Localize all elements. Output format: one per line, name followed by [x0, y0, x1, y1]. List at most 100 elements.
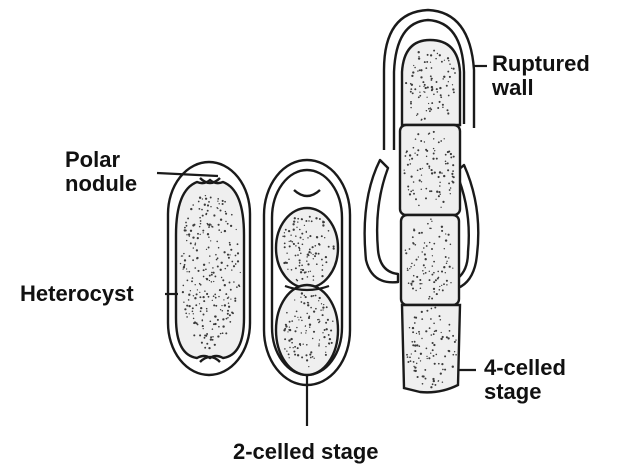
- stipple-dot: [201, 209, 203, 211]
- stipple-dot: [449, 76, 451, 78]
- stipple-dot: [405, 252, 407, 254]
- stipple-dot: [322, 314, 324, 316]
- stipple-dot: [433, 344, 435, 346]
- stipple-dot: [294, 299, 295, 300]
- stipple-dot: [313, 295, 315, 297]
- stipple-dot: [419, 179, 421, 181]
- stipple-dot: [433, 148, 434, 149]
- stipple-dot: [332, 321, 333, 322]
- stipple-dot: [409, 248, 411, 250]
- stipple-dot: [286, 351, 287, 352]
- stipple-dot: [416, 363, 417, 364]
- stipple-dot: [441, 61, 443, 63]
- stipple-dot: [208, 201, 210, 203]
- stipple-dot: [429, 190, 431, 192]
- stipple-dot: [196, 249, 198, 251]
- stipple-dot: [319, 297, 321, 299]
- stipple-dot: [301, 233, 303, 235]
- stipple-dot: [186, 240, 187, 241]
- stipple-dot: [411, 263, 413, 265]
- stipple-dot: [426, 245, 428, 247]
- stipple-dot: [322, 221, 324, 223]
- stipple-dot: [211, 281, 212, 282]
- stipple-dot: [425, 272, 427, 274]
- stipple-dot: [284, 328, 286, 330]
- stipple-dot: [448, 81, 449, 82]
- stipple-dot: [407, 185, 409, 187]
- stipple-dot: [191, 280, 193, 282]
- stipple-dot: [211, 272, 212, 273]
- stipple-dot: [185, 312, 187, 314]
- stipple-dot: [318, 343, 320, 345]
- stipple-dot: [222, 310, 224, 312]
- stipple-dot: [416, 259, 418, 261]
- stipple-dot: [213, 272, 215, 274]
- stipple-dot: [408, 282, 410, 284]
- stipple-dot: [430, 318, 432, 320]
- stipple-dot: [440, 338, 442, 340]
- stipple-dot: [412, 236, 414, 238]
- stipple-dot: [301, 264, 303, 266]
- stipple-dot: [188, 294, 190, 296]
- stipple-dot: [231, 311, 233, 313]
- stipple-dot: [296, 227, 297, 228]
- stipple-dot: [413, 275, 415, 277]
- stipple-dot: [214, 294, 216, 296]
- stipple-dot: [231, 214, 233, 216]
- stipple-dot: [419, 333, 420, 334]
- stipple-dot: [413, 147, 415, 149]
- stipple-dot: [185, 222, 187, 224]
- stipple-dot: [433, 288, 435, 290]
- stipple-dot: [215, 254, 217, 256]
- stipple-dot: [212, 226, 213, 227]
- stipple-dot: [441, 285, 442, 286]
- stipple-dot: [431, 298, 433, 300]
- stipple-dot: [421, 232, 423, 234]
- stipple-dot: [429, 279, 431, 281]
- stipple-dot: [405, 82, 407, 84]
- stipple-dot: [325, 346, 326, 347]
- stipple-dot: [412, 327, 414, 329]
- stipple-dot: [418, 96, 420, 98]
- stipple-dot: [430, 54, 432, 56]
- stipple-dot: [425, 267, 426, 268]
- stipple-dot: [452, 88, 454, 90]
- stipple-dot: [442, 107, 444, 109]
- stipple-dot: [236, 229, 237, 230]
- stipple-dot: [213, 214, 215, 216]
- stipple-dot: [299, 259, 301, 261]
- stipple-dot: [205, 214, 207, 216]
- stipple-dot: [210, 197, 212, 199]
- stipple-dot: [452, 176, 454, 178]
- stipple-dot: [190, 208, 192, 210]
- stipple-dot: [421, 338, 422, 339]
- stipple-dot: [429, 242, 431, 244]
- stipple-dot: [291, 269, 293, 271]
- stipple-dot: [325, 322, 327, 324]
- stipple-dot: [192, 259, 194, 261]
- stipple-dot: [432, 342, 434, 344]
- stipple-dot: [203, 269, 205, 271]
- stipple-dot: [310, 357, 312, 359]
- stipple-dot: [419, 69, 421, 71]
- stipple-dot: [430, 218, 432, 220]
- stipple-dot: [210, 338, 212, 340]
- stipple-dot: [437, 107, 439, 109]
- stipple-dot: [427, 86, 429, 88]
- stipple-dot: [412, 190, 414, 192]
- stipple-dot: [315, 217, 317, 219]
- stipple-dot: [430, 228, 432, 230]
- stipple-dot: [432, 158, 434, 160]
- stipple-dot: [418, 56, 419, 57]
- stipple-dot: [444, 369, 446, 371]
- stipple-dot: [319, 339, 320, 340]
- stipple-dot: [426, 97, 427, 98]
- stipple-dot: [220, 219, 222, 221]
- stipple-dot: [430, 353, 431, 354]
- stipple-dot: [193, 313, 194, 314]
- heterocyst-figure: [168, 162, 250, 375]
- stipple-dot: [288, 230, 290, 232]
- stipple-dot: [311, 220, 313, 222]
- stipple-dot: [438, 236, 440, 238]
- stipple-dot: [414, 344, 416, 346]
